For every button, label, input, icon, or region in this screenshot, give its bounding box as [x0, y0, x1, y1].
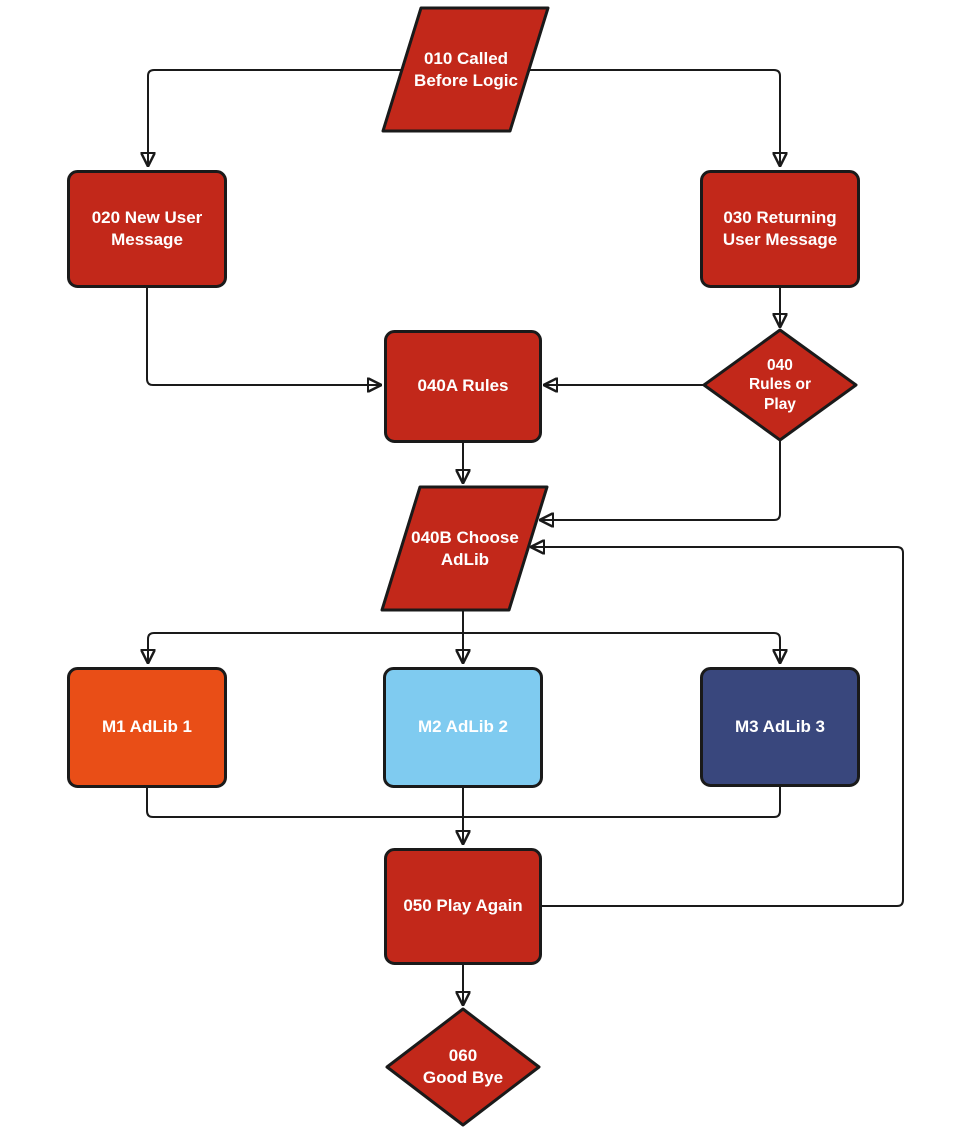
rectangle-shape	[383, 667, 543, 788]
connector-040b-to-m1	[148, 632, 463, 661]
diamond-shape	[385, 1007, 541, 1127]
connector-m3-to-merge	[463, 787, 781, 818]
parallelogram-shape	[380, 485, 549, 612]
node-040b-choose-adlib[interactable]: 040B Choose AdLib	[380, 485, 550, 613]
node-050-play-again[interactable]: 050 Play Again	[384, 848, 542, 965]
node-020-new-user-message[interactable]: 020 New User Message	[67, 170, 227, 288]
node-010-called-before-logic[interactable]: 010 Called Before Logic	[381, 6, 551, 134]
rectangle-shape	[67, 667, 227, 788]
connector-040b-to-m3	[463, 632, 780, 661]
rectangle-shape	[700, 170, 860, 288]
rectangle-shape	[67, 170, 227, 288]
connector-010-to-020	[148, 69, 402, 164]
rectangle-shape	[700, 667, 860, 787]
rectangle-shape	[384, 330, 542, 443]
node-m1-adlib-1[interactable]: M1 AdLib 1	[67, 667, 227, 788]
node-060-good-bye[interactable]: 060 Good Bye	[385, 1007, 541, 1127]
connector-020-to-040a	[146, 288, 379, 385]
rectangle-shape	[384, 848, 542, 965]
connector-m1-to-merge	[146, 788, 463, 818]
connector-010-to-030	[529, 69, 780, 164]
connector-040-to-040b	[542, 440, 781, 520]
node-m2-adlib-2[interactable]: M2 AdLib 2	[383, 667, 543, 788]
node-m3-adlib-3[interactable]: M3 AdLib 3	[700, 667, 860, 787]
node-040a-rules[interactable]: 040A Rules	[384, 330, 542, 443]
node-030-returning-user-message[interactable]: 030 Returning User Message	[700, 170, 860, 288]
node-040-rules-or-play[interactable]: 040 Rules or Play	[702, 328, 858, 442]
parallelogram-shape	[381, 6, 550, 133]
connector-050-loop-to-040b	[533, 547, 904, 907]
diamond-shape	[702, 328, 858, 442]
